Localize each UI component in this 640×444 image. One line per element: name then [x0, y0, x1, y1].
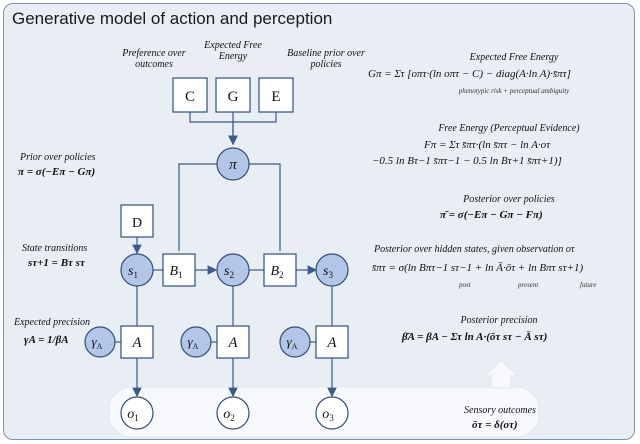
update-arrow-icon — [482, 359, 520, 389]
node-o3-sub: 3 — [329, 413, 334, 423]
node-gamma1-sub: A — [97, 342, 103, 351]
label-state-transitions: State transitions — [22, 243, 88, 254]
eq-posterior-hidden: s̄πτ = σ(ln Bπτ−1 sτ−1 + ln Ā·ōτ + ln Bπ… — [372, 262, 584, 274]
node-a2-label: A — [227, 335, 238, 351]
node-o1 — [120, 396, 154, 430]
eq-efe: Gπ = Στ [oπτ·(ln oπτ − C) − diag(A·ln A)… — [368, 68, 571, 80]
node-s3-sub: 3 — [328, 270, 333, 280]
node-e — [258, 77, 294, 113]
node-a3 — [315, 325, 349, 359]
node-s3-label: s — [323, 264, 329, 279]
edge-c-pi — [189, 112, 238, 146]
heading-posterior-precision: Posterior precision — [460, 315, 538, 326]
node-gamma1 — [84, 326, 116, 358]
node-b1-sub: 1 — [178, 270, 183, 280]
node-b1-label: B — [169, 264, 178, 279]
label-prior-policies: Prior over policies — [20, 152, 96, 163]
note-future: future — [580, 281, 597, 289]
node-o1-label: o — [127, 407, 134, 422]
node-a1-label: A — [131, 335, 142, 351]
note-post: post — [459, 281, 471, 289]
node-o2-sub: 2 — [230, 413, 235, 423]
node-o3-label: o — [322, 407, 329, 422]
edge-pi-b2 — [248, 163, 281, 251]
node-o2 — [216, 396, 250, 430]
eq-posterior-precision: β̄A = βA − Στ ln A·(ōτ sτ − Ā sτ) — [402, 331, 548, 343]
node-s3 — [315, 253, 349, 287]
node-b1 — [162, 253, 196, 287]
eq-expected-precision: γA = 1/βA — [24, 334, 69, 346]
svg-text:s2: s2 — [224, 264, 234, 280]
node-s1 — [120, 253, 154, 287]
eq-sensory-outcomes: ōτ = δ(oτ) — [472, 419, 518, 431]
node-pi — [216, 147, 250, 181]
node-g-label: G — [228, 89, 239, 105]
diagram-frame: Generative model of action and perceptio… — [3, 3, 635, 440]
heading-posterior-policies: Posterior over policies — [463, 194, 555, 205]
label-expected-free-energy: Expected Free Energy — [204, 40, 262, 62]
svg-text:γA: γA — [287, 334, 298, 351]
eq-posterior-policies: π̄ = σ(−Eπ − Gπ − Fπ) — [440, 209, 543, 221]
svg-text:s1: s1 — [128, 264, 138, 280]
node-o2-label: o — [223, 407, 230, 422]
node-s2-label: s — [224, 264, 230, 279]
node-b2-sub: 2 — [279, 270, 284, 280]
eq-state-transitions: sτ+1 = Bτ sτ — [28, 257, 85, 269]
label-expected-precision: Expected precision — [14, 317, 90, 328]
node-pi-label: π — [229, 157, 237, 173]
node-s1-sub: 1 — [133, 270, 138, 280]
node-d — [120, 204, 154, 238]
node-s2-sub: 2 — [229, 270, 234, 280]
graph-canvas: C G E π D s1 s2 s3 B1 B2 A A A γA γA γA … — [84, 77, 540, 438]
node-g — [215, 77, 251, 113]
svg-text:o2: o2 — [223, 407, 235, 423]
diagram-title: Generative model of action and perceptio… — [12, 9, 333, 28]
svg-text:γA: γA — [92, 334, 103, 351]
node-a3-label: A — [326, 335, 337, 351]
note-efe: phenotypic risk + perceptual ambiguity — [458, 87, 570, 95]
node-a1 — [120, 325, 154, 359]
node-gamma3-label: γ — [287, 334, 293, 349]
node-e-label: E — [271, 89, 280, 105]
node-gamma2-sub: A — [193, 342, 199, 351]
edge-e-pi — [233, 112, 277, 123]
node-gamma2 — [180, 326, 212, 358]
node-b2-label: B — [270, 264, 279, 279]
heading-fe: Free Energy (Perceptual Evidence) — [438, 123, 580, 134]
node-gamma1-label: γ — [92, 334, 98, 349]
heading-efe: Expected Free Energy — [469, 52, 559, 63]
svg-text:o3: o3 — [322, 407, 334, 423]
svg-text:γA: γA — [188, 334, 199, 351]
heading-posterior-hidden: Posterior over hidden states, given obse… — [374, 244, 575, 255]
eq-prior-policies: π = σ(−Eπ − Gπ) — [18, 166, 96, 178]
eq-fe-line2: −0.5 ln Bτ−1 s̄πτ−1 − 0.5 ln Bτ+1 s̄πτ+1… — [372, 155, 562, 167]
node-s1-label: s — [128, 264, 134, 279]
label-sensory-outcomes: Sensory outcomes — [464, 405, 536, 416]
node-c-label: C — [185, 89, 195, 105]
node-gamma3 — [279, 326, 311, 358]
note-present: present — [518, 281, 539, 289]
node-o1-sub: 1 — [134, 413, 139, 423]
node-b2 — [263, 253, 297, 287]
node-o3 — [315, 396, 349, 430]
eq-fe-line1: Fπ = Στ s̄πτ·(ln s̄πτ − ln A·oτ — [424, 139, 551, 151]
node-d-label: D — [132, 216, 142, 231]
label-baseline-prior: Baseline prior over policies — [287, 48, 365, 70]
node-gamma2-label: γ — [188, 334, 194, 349]
node-s2 — [216, 253, 250, 287]
svg-text:B1: B1 — [169, 264, 182, 280]
node-gamma3-sub: A — [292, 342, 298, 351]
edge-pi-b1 — [178, 163, 218, 251]
svg-text:o1: o1 — [127, 407, 139, 423]
label-preference: Preference over outcomes — [122, 48, 186, 70]
svg-text:B2: B2 — [270, 264, 283, 280]
node-c — [172, 77, 208, 113]
svg-text:s3: s3 — [323, 264, 333, 280]
node-a2 — [216, 325, 250, 359]
